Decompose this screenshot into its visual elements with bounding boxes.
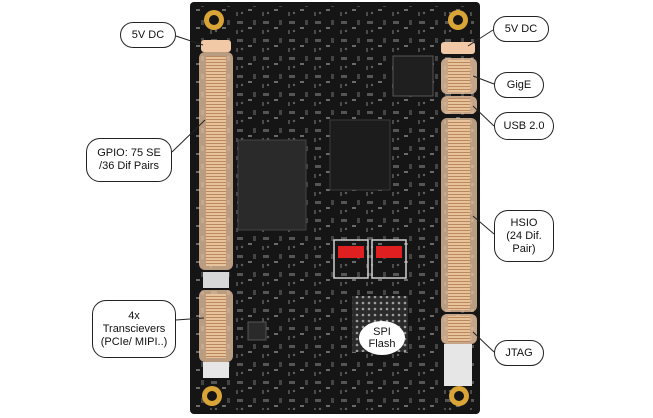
right-connector-usb [441, 96, 477, 114]
right-connector-hsio [441, 118, 477, 312]
callout-leader-lines [171, 29, 495, 353]
callout-transceivers-line1: 4x [128, 309, 140, 322]
callout-5v-dc-left: 5V DC [120, 22, 176, 48]
red-led-right [376, 246, 402, 258]
callout-gpio-line1: GPIO: 75 SE [97, 147, 161, 159]
red-led-left [338, 246, 364, 258]
callout-hsio-line3: Pair) [512, 242, 536, 255]
spi-flash-label: SPI Flash [359, 321, 405, 355]
callout-gpio: GPIO: 75 SE /36 Dif Pairs [86, 138, 172, 182]
callout-transceivers: 4x Transcievers (PCIe/ MIPI..) [92, 300, 176, 358]
fpga-bga-area [329, 119, 391, 191]
callout-jtag: JTAG [494, 340, 544, 366]
callout-gige-label: GigE [506, 78, 532, 91]
callout-jtag-label: JTAG [505, 346, 533, 359]
callout-usb: USB 2.0 [494, 112, 554, 140]
callout-gige: GigE [494, 72, 544, 98]
callout-gpio-line2: /36 Dif Pairs [99, 160, 159, 172]
right-connector-gige [441, 58, 477, 94]
gige-phy-chip [392, 55, 434, 97]
spi-flash-line1: SPI [373, 326, 391, 338]
left-power-header [201, 40, 231, 52]
callout-hsio-line2: (24 Dif. [506, 229, 542, 242]
callout-hsio-line1: HSIO [510, 216, 538, 229]
spi-flash-line2: Flash [368, 338, 396, 350]
callout-usb-label: USB 2.0 [503, 119, 545, 132]
callout-5v-dc-right: 5V DC [493, 16, 549, 42]
callout-hsio: HSIO (24 Dif. Pair) [494, 210, 554, 262]
callout-5v-dc-right-label: 5V DC [504, 22, 538, 35]
small-chip [247, 321, 267, 341]
right-connector-jtag [441, 314, 477, 386]
led-frame-right [371, 239, 407, 279]
mounting-holes [202, 10, 469, 406]
left-connector-transceivers [199, 290, 233, 378]
callout-transceivers-line2: Transcievers [102, 322, 166, 335]
led-frame-left [333, 239, 369, 279]
right-power-header [441, 42, 475, 54]
main-memory-chip [237, 139, 307, 231]
callout-transceivers-line3: (PCIe/ MIPI..) [100, 335, 168, 348]
left-connector-gpio [199, 52, 233, 288]
callout-5v-dc-left-label: 5V DC [131, 28, 165, 41]
